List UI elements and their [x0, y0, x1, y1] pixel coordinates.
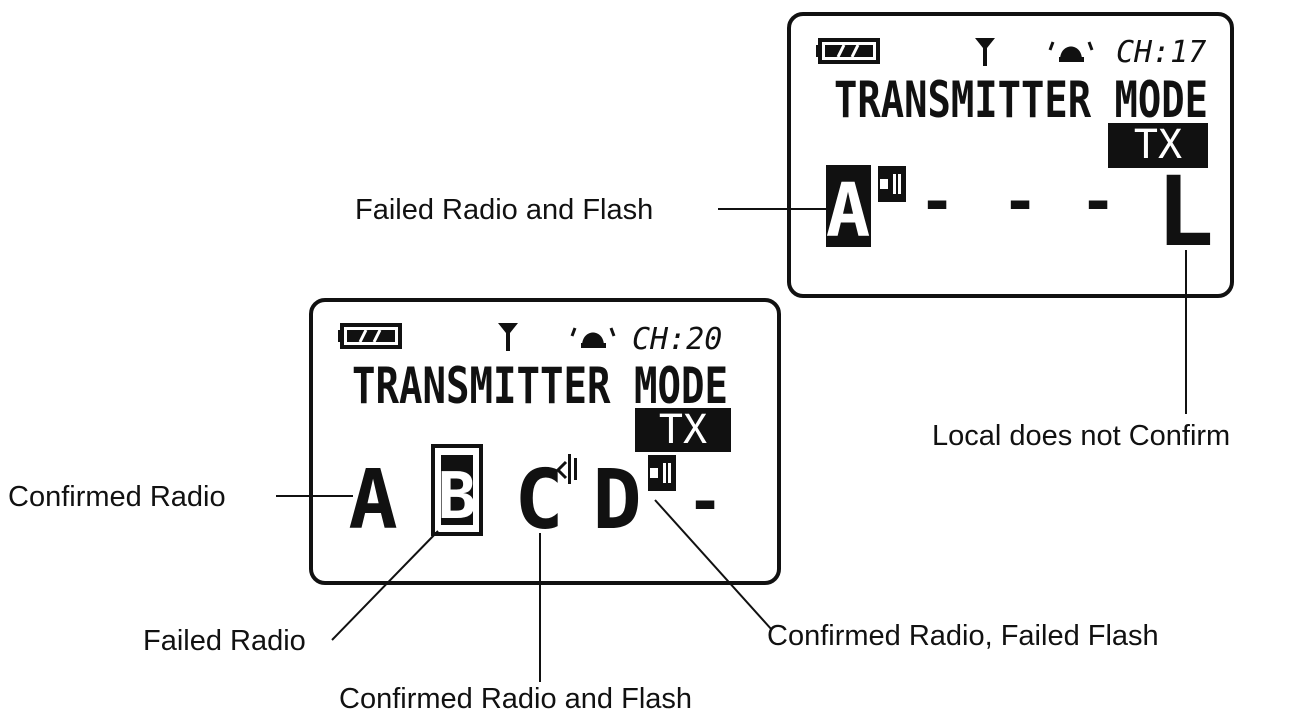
callout-confirmed-radio-and-flash: Confirmed Radio and Flash: [339, 683, 692, 715]
slot-letter: A: [348, 453, 397, 548]
slot-empty: -: [919, 167, 955, 237]
callout-confirmed-radio: Confirmed Radio: [8, 481, 226, 513]
leader-confirmed-radio-failed-flash: [654, 499, 773, 631]
callout-confirmed-radio-failed-flash: Confirmed Radio, Failed Flash: [767, 620, 1159, 652]
slot-empty: -: [687, 467, 723, 537]
slot-letter: C: [514, 453, 563, 548]
antenna-icon: [975, 38, 995, 66]
tx-badge-label: TX: [1134, 122, 1182, 168]
speaker-icon: [1048, 41, 1094, 62]
slot-letter: B: [438, 460, 477, 534]
battery-icon: [816, 38, 880, 64]
slot-letter: A: [826, 168, 871, 254]
slot-dash: -: [1002, 167, 1038, 237]
slot-c-confirmed-radio-and-flash: C: [514, 453, 577, 548]
channel-readout: CH:20: [632, 322, 722, 357]
mode-title: TRANSMITTER MODE: [352, 357, 728, 415]
flash-box-icon: [878, 166, 906, 202]
tx-badge-label: TX: [659, 407, 707, 453]
tx-badge: TX: [635, 407, 731, 453]
lcd-frame: [787, 12, 1234, 298]
slot-empty: -: [1002, 167, 1038, 237]
callout-lines: [276, 208, 1187, 682]
slot-letter: L: [1156, 156, 1214, 268]
slot-a-confirmed-radio: A: [348, 453, 397, 548]
leader-failed-radio: [331, 530, 439, 641]
speaker-icon: [570, 327, 616, 348]
flash-outline-icon: [555, 454, 577, 484]
lcd-screen-bottom: CH:20 TRANSMITTER MODE TX A B C D: [309, 298, 781, 585]
slot-empty: -: [1080, 167, 1116, 237]
callout-failed-radio: Failed Radio: [143, 625, 306, 657]
slot-dash: -: [919, 167, 955, 237]
slot-a-failed-radio-and-flash: A: [826, 165, 906, 254]
flash-box-icon: [648, 455, 676, 491]
lcd-frame: [309, 298, 781, 585]
slot-l-local: L: [1156, 156, 1214, 268]
lcd-screen-top: CH:17 TRANSMITTER MODE TX A - - -: [787, 12, 1234, 298]
slot-d-confirmed-radio-failed-flash: D: [592, 453, 676, 548]
slot-dash: -: [687, 467, 723, 537]
mode-title: TRANSMITTER MODE: [834, 71, 1208, 129]
slot-letter: D: [592, 453, 641, 548]
battery-icon: [338, 323, 402, 349]
antenna-icon: [498, 323, 518, 351]
slot-b-failed-radio: B: [431, 444, 483, 536]
slot-dash: -: [1080, 167, 1116, 237]
tx-badge: TX: [1108, 122, 1208, 168]
callout-failed-radio-and-flash: Failed Radio and Flash: [355, 194, 653, 226]
callout-local-does-not-confirm: Local does not Confirm: [932, 420, 1230, 452]
channel-readout: CH:17: [1116, 35, 1206, 70]
